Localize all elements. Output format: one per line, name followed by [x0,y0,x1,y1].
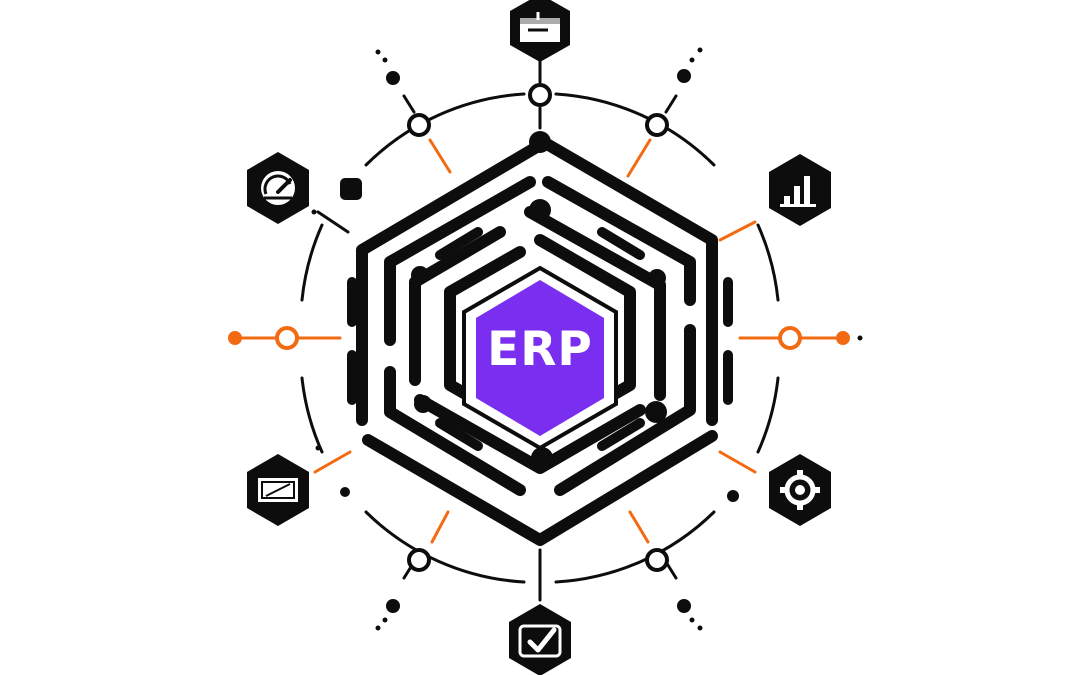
erp-core: ERP [462,265,618,451]
ring-nodes [407,83,669,572]
document-icon [520,12,560,42]
orange-end-dots [228,331,850,345]
module-analytics[interactable] [769,154,831,226]
scatter-dots [311,47,863,631]
erp-label: ERP [487,322,593,377]
gauge-icon [261,171,295,205]
module-display[interactable] [247,454,309,526]
module-settings[interactable] [769,454,831,526]
monitor-icon [258,478,298,502]
module-approval[interactable] [509,604,571,675]
orange-ring-nodes [275,326,802,350]
module-document[interactable] [510,0,570,62]
gear-icon [780,470,820,510]
maze-joints [340,131,667,469]
bar-chart-icon [780,176,816,207]
module-performance[interactable] [247,152,309,224]
checkmark-icon [518,624,562,658]
